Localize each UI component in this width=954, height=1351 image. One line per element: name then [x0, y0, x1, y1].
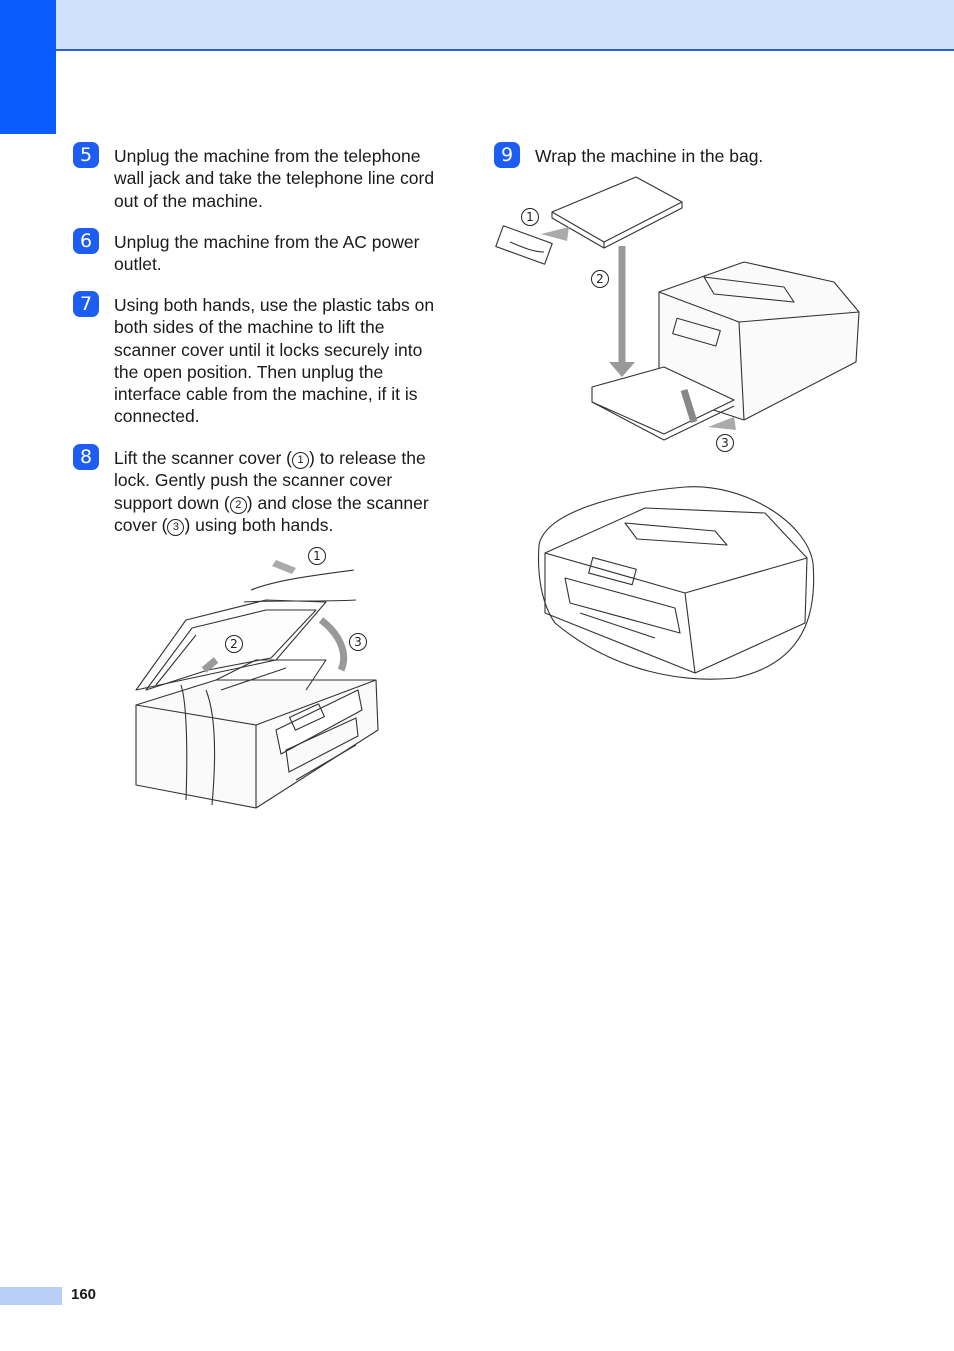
- step-text: Unplug the machine from the telephone wa…: [114, 146, 435, 211]
- step-8: 8 Lift the scanner cover (1) to release …: [73, 444, 440, 536]
- step-text: Wrap the machine in the bag.: [535, 146, 764, 166]
- step-text: Unplug the machine from the AC power out…: [114, 232, 420, 275]
- scanner-cover-illustration: 1 2 3: [135, 547, 379, 809]
- step-text: Using both hands, use the plastic tabs o…: [114, 295, 435, 427]
- callout-1: 1: [313, 549, 321, 563]
- callout-3: 3: [721, 436, 729, 450]
- wrapped-machine-illustration: [538, 486, 815, 680]
- header-band: [0, 0, 954, 51]
- step-5: 5 Unplug the machine from the telephone …: [73, 142, 440, 212]
- step-number-badge: 5: [73, 142, 99, 168]
- step-number-badge: 8: [73, 444, 99, 470]
- step-number-badge: 9: [494, 142, 520, 168]
- footer-band: [0, 1287, 62, 1305]
- packing-illustration: 1 2 3: [495, 176, 860, 452]
- step-number-badge: 6: [73, 228, 99, 254]
- callout-marker: 3: [167, 518, 185, 536]
- step-9: 9 Wrap the machine in the bag.: [494, 142, 861, 168]
- callout-2: 2: [230, 637, 238, 651]
- step-6: 6 Unplug the machine from the AC power o…: [73, 228, 440, 276]
- callout-3: 3: [354, 635, 362, 649]
- page-number: 160: [71, 1286, 97, 1303]
- step-number-badge: 7: [73, 291, 99, 317]
- callout-1: 1: [526, 210, 534, 224]
- callout-2: 2: [596, 272, 604, 286]
- step-7: 7 Using both hands, use the plastic tabs…: [73, 291, 440, 428]
- step-text: Lift the scanner cover (1) to release th…: [114, 448, 429, 536]
- callout-marker: 2: [229, 496, 247, 514]
- chapter-tab: [0, 0, 56, 134]
- callout-marker: 1: [292, 452, 309, 469]
